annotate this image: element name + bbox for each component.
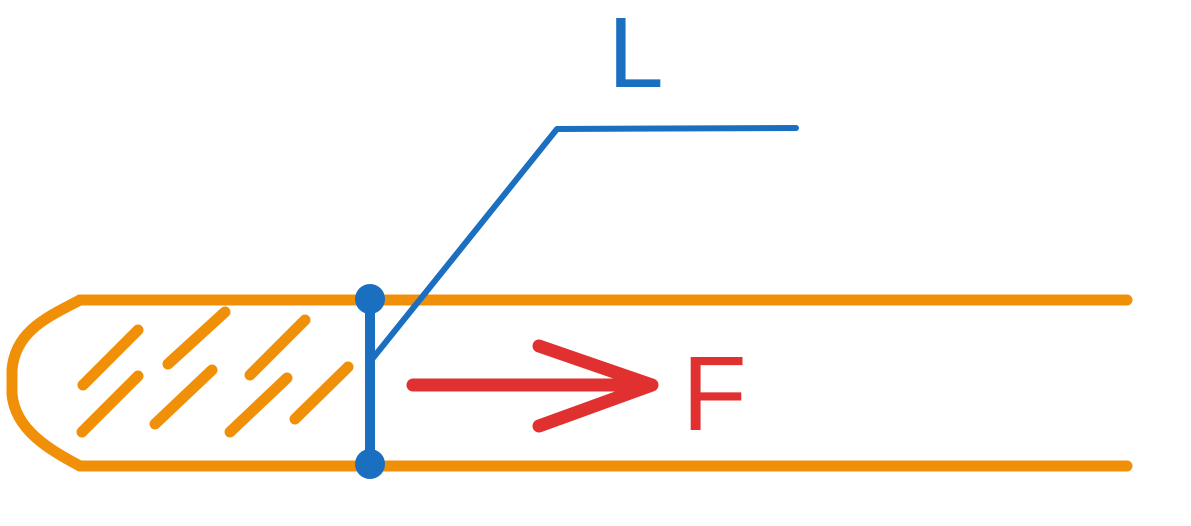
length-leader-line bbox=[370, 125, 799, 361]
segment-top-dot bbox=[355, 284, 385, 314]
hatch-line bbox=[76, 370, 144, 438]
force-label: F bbox=[682, 335, 747, 453]
hatch-marks bbox=[76, 306, 354, 438]
force-arrow bbox=[406, 339, 659, 433]
hatch-line bbox=[224, 372, 293, 438]
hatch-line bbox=[244, 314, 311, 381]
hatch-line bbox=[149, 364, 218, 430]
length-label: L bbox=[608, 0, 664, 109]
tube-rounded-end bbox=[6, 294, 86, 472]
hatch-line bbox=[289, 361, 354, 425]
force-arrow-head bbox=[532, 339, 659, 433]
tube-outline bbox=[6, 294, 1133, 472]
length-segment bbox=[355, 284, 385, 479]
hatch-line bbox=[162, 306, 231, 370]
segment-bottom-dot bbox=[355, 449, 385, 479]
hatch-line bbox=[77, 324, 144, 391]
